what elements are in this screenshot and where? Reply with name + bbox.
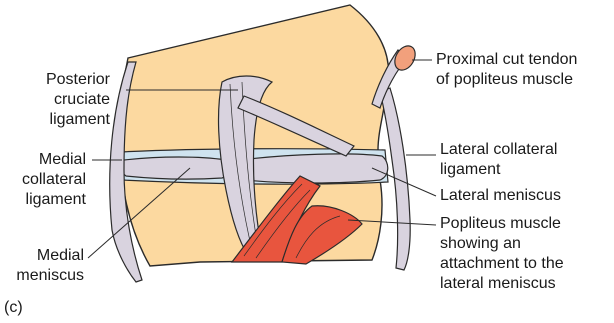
label-lateral-meniscus: Lateral meniscus [440, 186, 561, 206]
lateral-meniscus-shape [237, 154, 388, 183]
label-lateral-collateral: Lateral collateral ligament [440, 140, 557, 180]
label-medial-meniscus: Medial meniscus [16, 246, 84, 286]
medial-meniscus-shape [121, 157, 229, 179]
label-popliteus-muscle: Popliteus muscle showing an attachment t… [440, 214, 564, 294]
label-posterior-cruciate: Posterior cruciate ligament [46, 70, 110, 130]
panel-tag: (c) [4, 298, 23, 318]
label-medial-collateral: Medial collateral ligament [22, 150, 86, 210]
label-proximal-tendon: Proximal cut tendon of popliteus muscle [436, 50, 577, 90]
